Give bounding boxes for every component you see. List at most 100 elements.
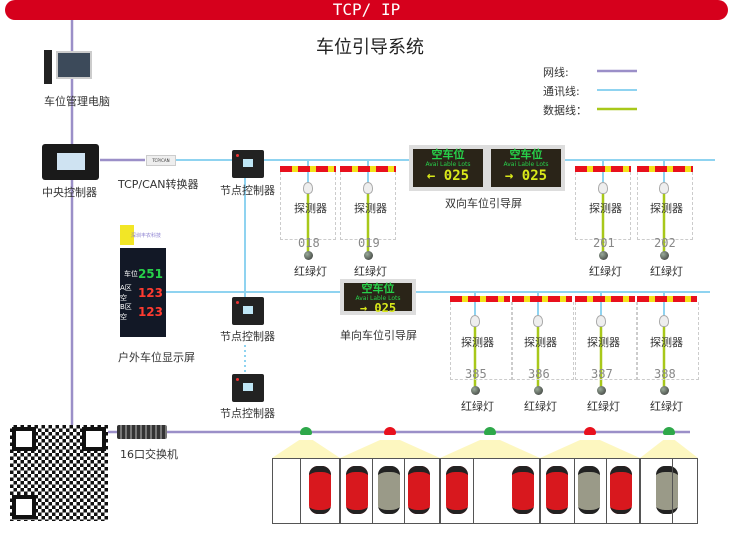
screen-count: 025 [374,301,397,315]
indicator-light-icon [660,386,669,395]
detector-icon [598,182,608,194]
legend-data: 数据线： [543,104,587,117]
tcp-ip-banner: TCP/ IP [5,0,728,20]
single-guide-screen: 空车位 Avai Lable Lots → 025 [340,279,416,315]
indicator-light-label: 红绿灯 [650,400,683,413]
row-value: 251 [137,266,163,281]
detector-icon [533,315,543,327]
indicator-light-label: 红绿灯 [589,265,622,278]
barrier-strip [637,166,693,172]
screen-count: 025 [443,168,470,184]
spot-number: 201 [593,236,615,250]
pc-label: 车位管理电脑 [44,95,110,108]
indicator-light-icon [599,251,608,260]
screen-sub: Avai Lable Lots [503,161,549,168]
converter-icon: TCP/CAN [146,155,176,166]
switch-label: 16口交换机 [120,448,178,461]
spot-number: 386 [528,367,550,381]
car-icon [546,466,568,514]
bay-divider [404,458,405,524]
detector-label: 探测器 [294,202,327,215]
ceiling-indicator-icon [484,427,496,435]
detector-label: 探测器 [354,202,387,215]
bay-divider [473,458,474,524]
row-label: A区空 [120,283,132,302]
spot-number: 018 [298,236,320,250]
detector-label: 探测器 [589,202,622,215]
indicator-light-label: 红绿灯 [524,400,557,413]
barrier-strip [280,166,336,172]
parking-spot-outline [637,172,693,240]
screen-title: 空车位 [361,282,395,295]
screen-count: 025 [521,168,548,184]
page-title: 车位引导系统 [316,37,424,58]
brand-logo-text: 深圳丰农科技 [131,233,162,239]
parking-spot-outline [450,302,512,380]
parking-spot-outline [575,172,631,240]
indicator-light-label: 红绿灯 [294,265,327,278]
indicator-light-label: 红绿灯 [587,400,620,413]
screen-title: 空车位 [431,148,465,161]
spot-number: 388 [654,367,676,381]
barrier-strip [575,296,635,302]
parking-spot-outline [280,172,336,240]
barrier-strip [637,296,697,302]
pc-monitor-icon [56,51,92,79]
row-label: B区空 [120,302,132,321]
ceiling-indicator-icon [300,427,312,435]
barrier-strip [450,296,510,302]
qr-code-icon [10,425,108,521]
car-icon [309,466,331,514]
bay-divider [372,458,373,524]
car-icon [408,466,430,514]
detector-icon [363,182,373,194]
detector-icon [596,315,606,327]
detector-label: 探测器 [650,202,683,215]
node-controller-icon [232,150,264,178]
converter-label: TCP/CAN转换器 [118,178,199,191]
node-controller-label: 节点控制器 [220,407,275,420]
parking-spot-outline [637,302,699,380]
barrier-strip [575,166,631,172]
indicator-light-icon [534,386,543,395]
detector-label: 探测器 [650,336,683,349]
brand-logo-icon [120,225,134,245]
spot-number: 202 [654,236,676,250]
car-icon [446,466,468,514]
spot-number: 385 [465,367,487,381]
pc-tower-icon [44,50,52,84]
car-icon [610,466,632,514]
car-icon [578,466,600,514]
screen-sub: Avai Lable Lots [425,161,471,168]
detector-icon [659,315,669,327]
arrow-left-icon: ← [426,168,436,184]
car-icon [346,466,368,514]
bay-divider [300,458,301,524]
spot-number: 019 [358,236,380,250]
detector-label: 探测器 [524,336,557,349]
ceiling-indicator-icon [663,427,675,435]
indicator-light-icon [364,251,373,260]
indicator-light-label: 红绿灯 [461,400,494,413]
car-icon [656,466,678,514]
arrow-right-icon: → [504,168,514,184]
detector-label: 探测器 [587,336,620,349]
row-label: 车位 [123,269,138,278]
indicator-light-label: 红绿灯 [354,265,387,278]
central-controller-icon [42,144,99,180]
bay-divider [574,458,575,524]
node-controller-label: 节点控制器 [220,330,275,343]
car-icon [378,466,400,514]
ceiling-indicator-icon [584,427,596,435]
spot-number: 387 [591,367,613,381]
screen-sub: Avai Lable Lots [355,295,401,302]
indicator-light-icon [660,251,669,260]
central-controller-label: 中央控制器 [42,186,97,199]
bay-divider [606,458,607,524]
indicator-light-icon [597,386,606,395]
switch-icon [117,425,167,439]
node-controller-icon [232,374,264,402]
car-icon [512,466,534,514]
screen-title: 空车位 [509,148,543,161]
parking-spot-outline [575,302,637,380]
